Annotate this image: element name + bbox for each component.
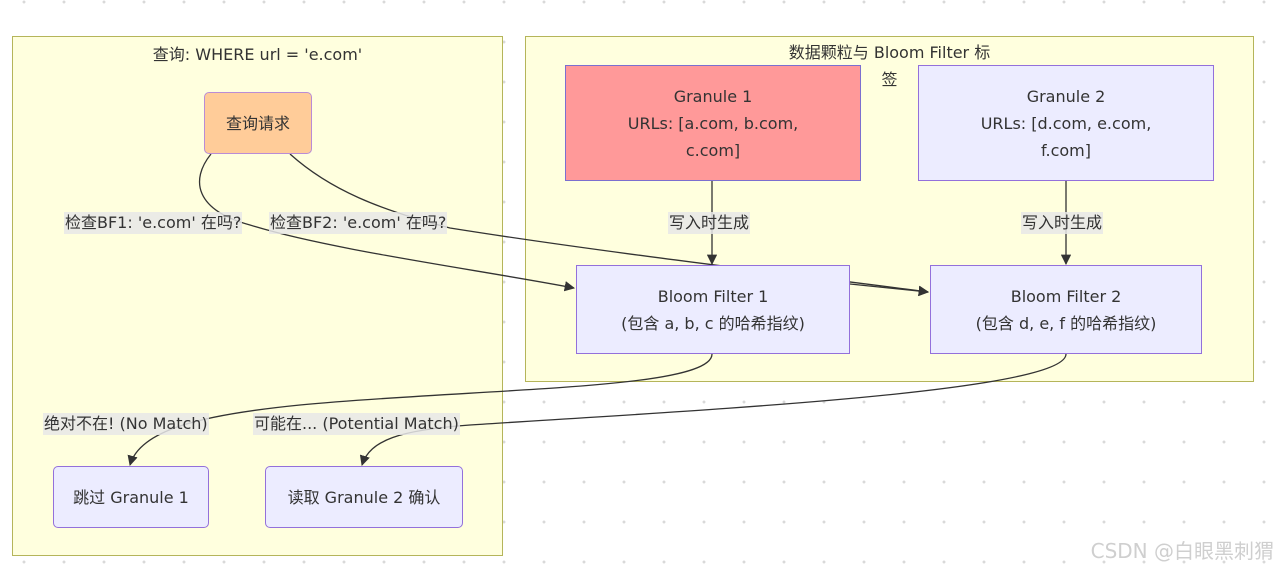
granule2-node: Granule 2 URLs: [d.com, e.com, f.com] bbox=[918, 65, 1214, 181]
skip-granule1-node: 跳过 Granule 1 bbox=[53, 466, 209, 528]
bloom-filter1-node: Bloom Filter 1 (包含 a, b, c 的哈希指纹) bbox=[576, 265, 850, 354]
read-granule2-node: 读取 Granule 2 确认 bbox=[265, 466, 463, 528]
granule2-line3: f.com] bbox=[1041, 140, 1091, 160]
edge-label-write-gen1: 写入时生成 bbox=[668, 212, 751, 234]
granule2-line1: Granule 2 bbox=[1026, 86, 1106, 106]
edge-potential-match bbox=[359, 353, 1067, 466]
bloom-filter2-node: Bloom Filter 2 (包含 d, e, f 的哈希指纹) bbox=[930, 265, 1202, 354]
granule-cluster-title: 数据颗粒与 Bloom Filter 标 签 bbox=[526, 39, 1253, 93]
bf1-line1: Bloom Filter 1 bbox=[657, 286, 769, 306]
granule1-node: Granule 1 URLs: [a.com, b.com, c.com] bbox=[565, 65, 861, 181]
bf2-line2: (包含 d, e, f 的哈希指纹) bbox=[975, 313, 1157, 333]
edge-bf1-bf2 bbox=[849, 283, 930, 297]
bf1-line2: (包含 a, b, c 的哈希指纹) bbox=[621, 313, 805, 333]
edge-label-potential-match: 可能在... (Potential Match) bbox=[253, 413, 460, 435]
granule1-line1: Granule 1 bbox=[673, 86, 753, 106]
query-request-label: 查询请求 bbox=[225, 113, 290, 133]
query-request-node: 查询请求 bbox=[204, 92, 312, 154]
granule-cluster-title-line1: 数据颗粒与 Bloom Filter 标 bbox=[788, 43, 991, 62]
granule-cluster-title-line2: 签 bbox=[881, 70, 898, 89]
granule2-line2: URLs: [d.com, e.com, bbox=[980, 113, 1152, 133]
edge-no-match bbox=[127, 353, 713, 466]
read-granule2-label: 读取 Granule 2 确认 bbox=[287, 487, 441, 507]
granule1-line3: c.com] bbox=[685, 140, 741, 160]
granule1-line2: URLs: [a.com, b.com, bbox=[627, 113, 799, 133]
edge-check-bf1 bbox=[198, 153, 576, 292]
watermark: CSDN @白眼黑刺猬 bbox=[1090, 539, 1274, 563]
edge-label-check-bf1: 检查BF1: 'e.com' 在吗? bbox=[64, 212, 243, 234]
edge-label-write-gen2: 写入时生成 bbox=[1021, 212, 1104, 234]
edge-label-no-match: 绝对不在! (No Match) bbox=[43, 413, 209, 435]
bf2-line1: Bloom Filter 2 bbox=[1010, 286, 1122, 306]
skip-granule1-label: 跳过 Granule 1 bbox=[73, 487, 189, 507]
query-cluster-title: 查询: WHERE url = 'e.com' bbox=[152, 45, 363, 64]
edge-label-check-bf2: 检查BF2: 'e.com' 在吗? bbox=[269, 212, 448, 234]
